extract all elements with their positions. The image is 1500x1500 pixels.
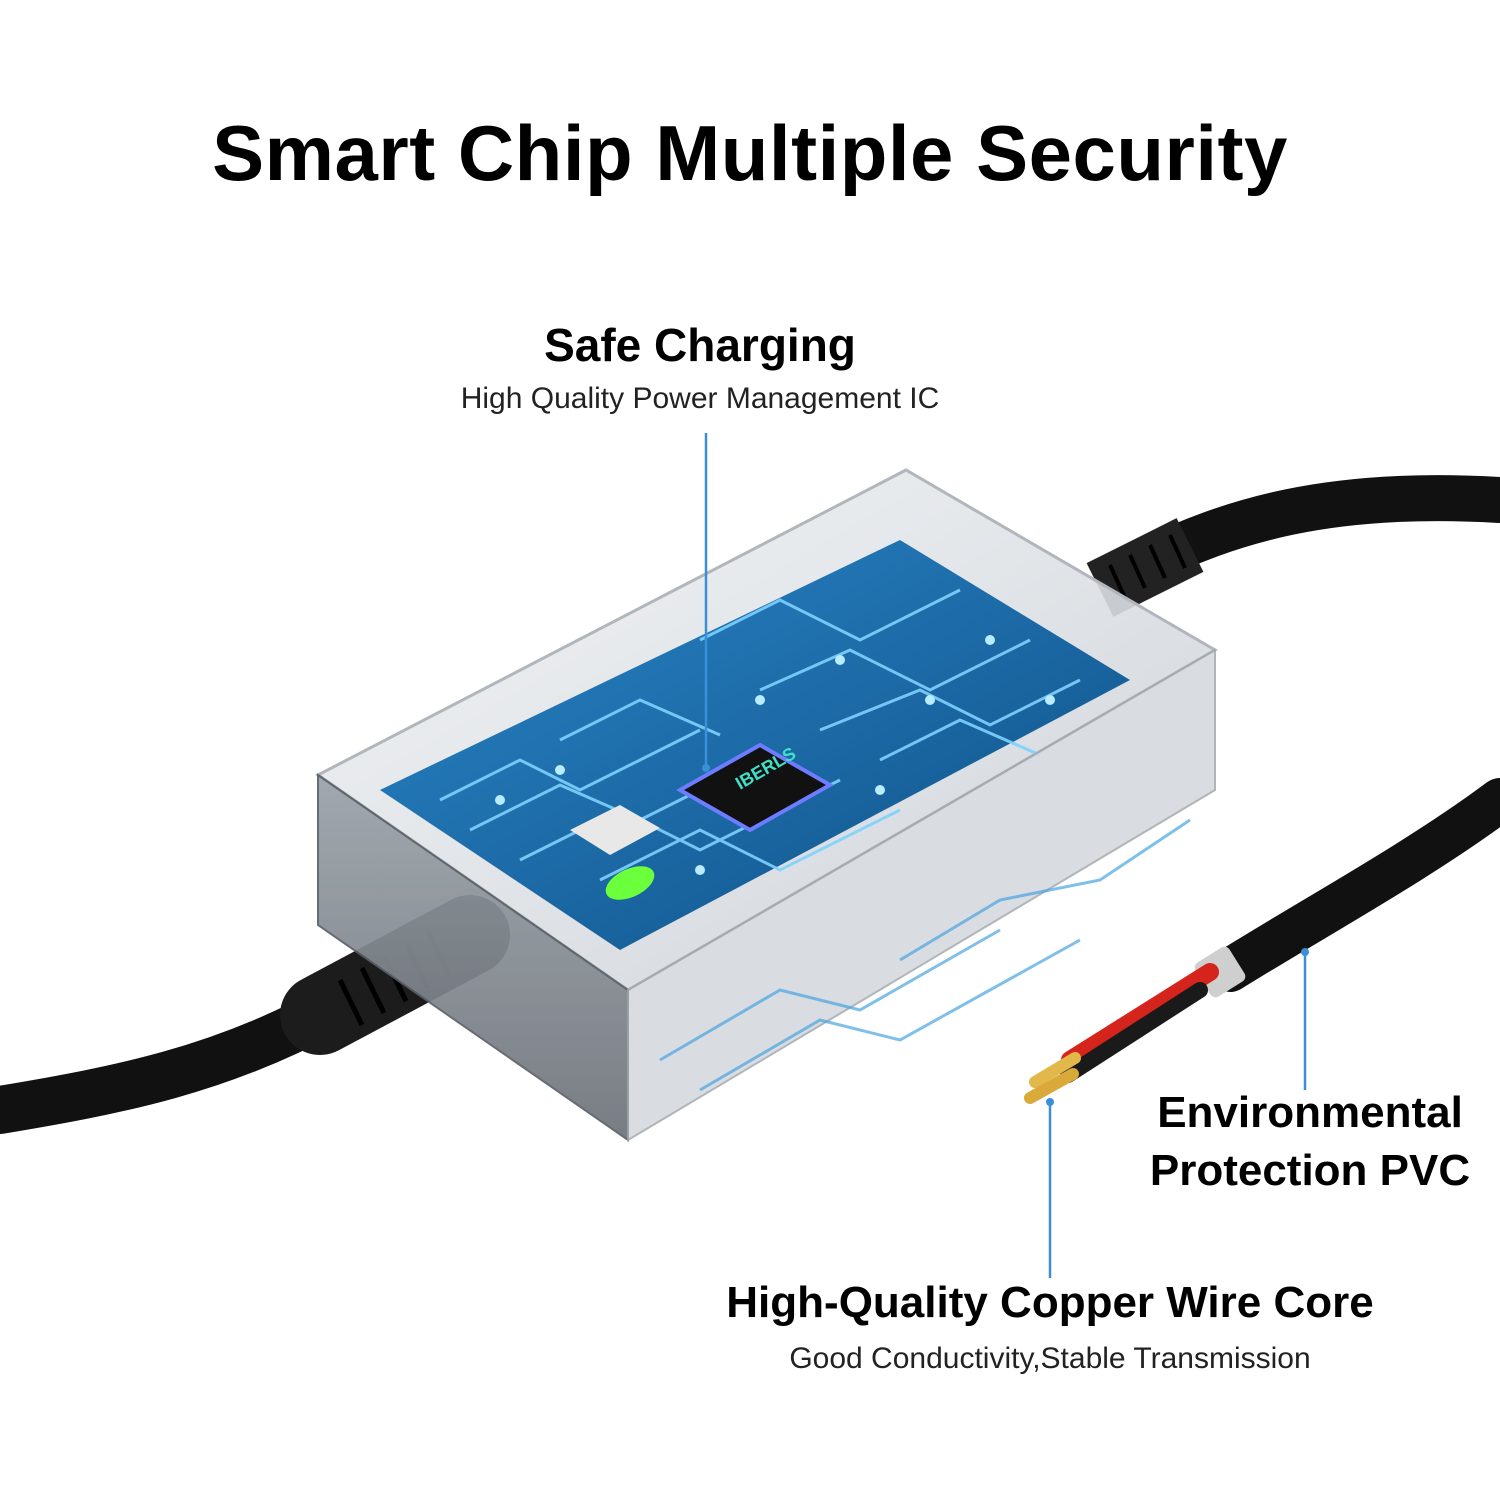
side-pcb-traces [659, 818, 1191, 1092]
black-wire [1060, 982, 1208, 1083]
right-cable-strain-relief [1086, 518, 1204, 617]
red-wire [1061, 963, 1219, 1069]
wire-ferrule [1194, 946, 1246, 998]
pvc-title-line1: Environmental [1157, 1088, 1463, 1137]
pcb-board [380, 540, 1130, 950]
copper-wire-title: High-Quality Copper Wire Core [726, 1278, 1374, 1327]
right-strain-ribs [1108, 534, 1187, 599]
pvc-title-line2: Protection PVC [1149, 1146, 1471, 1195]
pcb-pads [495, 635, 1055, 875]
copper-tip-2 [1024, 1068, 1079, 1104]
safe-charging-subtitle: High Quality Power Management IC [460, 382, 940, 415]
copper-tip-1 [1029, 1052, 1081, 1088]
box-side-face [627, 648, 1216, 1142]
page-title: Smart Chip Multiple Security [212, 109, 1288, 197]
safe-charging-title: Safe Charging [544, 319, 856, 371]
pcb-traces [439, 588, 1081, 882]
power-ic-chip [675, 742, 835, 833]
green-led [605, 866, 655, 900]
small-component [570, 805, 660, 855]
left-cable [0, 986, 354, 1134]
output-cable [1208, 778, 1500, 992]
pvc-title: Environmental Protection PVC [1120, 1084, 1500, 1200]
copper-wire-subtitle: Good Conductivity,Stable Transmission [789, 1342, 1311, 1375]
